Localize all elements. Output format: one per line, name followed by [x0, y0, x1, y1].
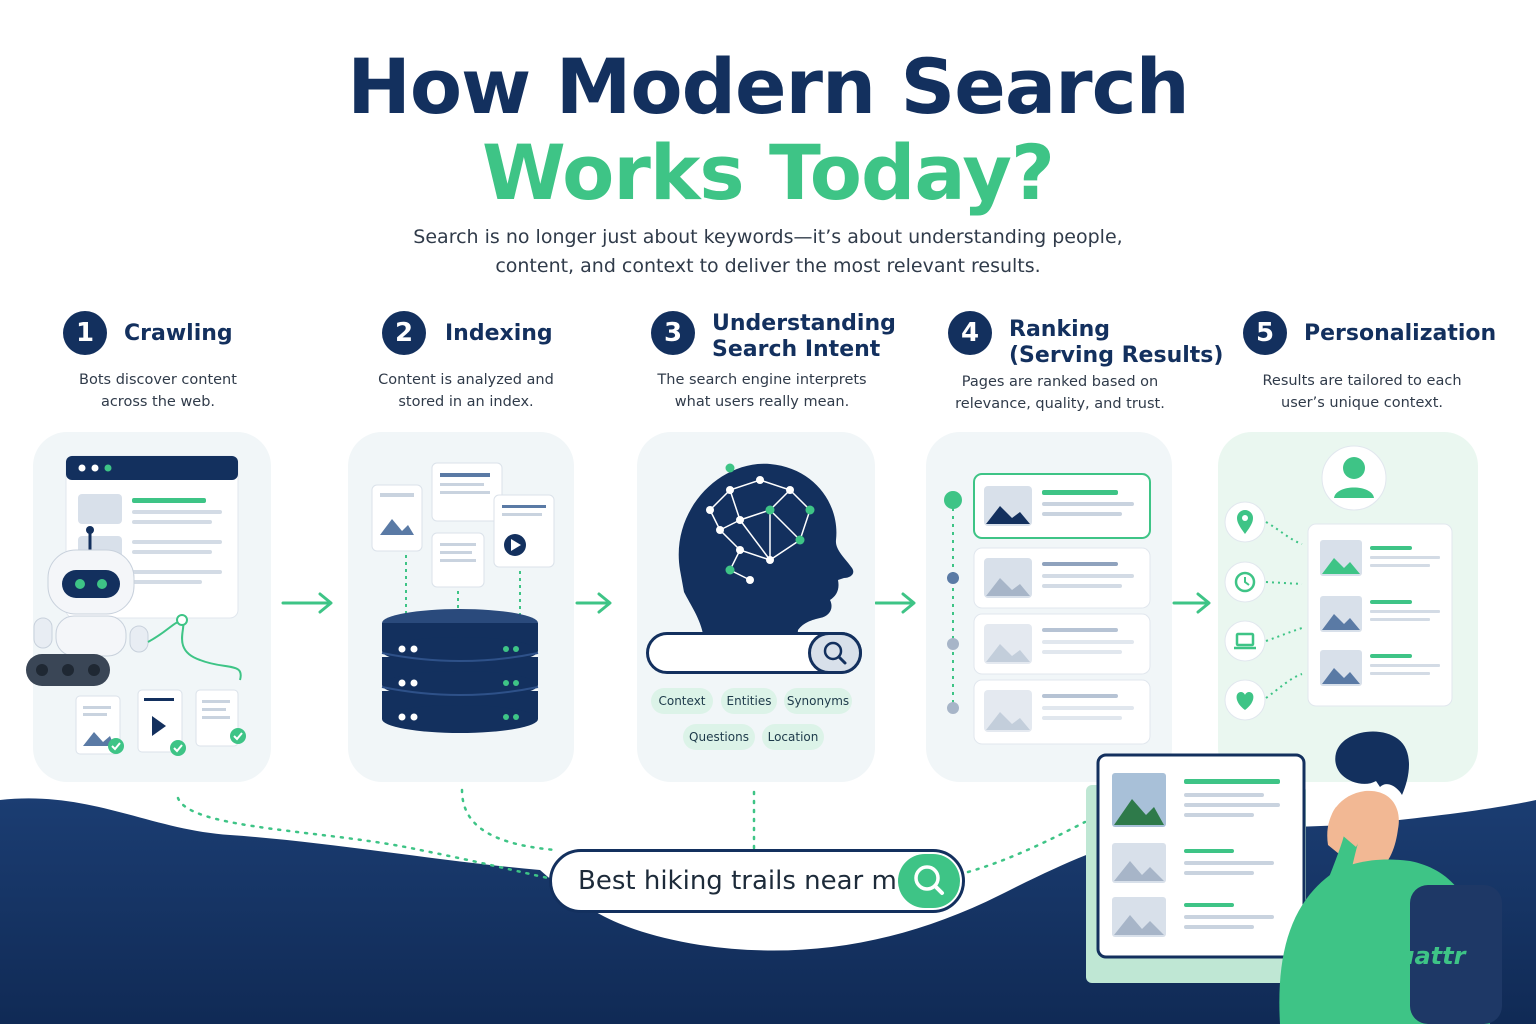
- step-1-number: 1: [63, 311, 107, 355]
- step-4-desc-line1: Pages are ranked based on: [961, 374, 1159, 390]
- crawling-illustration: [26, 455, 246, 756]
- intent-chip-entities: Entities: [721, 688, 777, 714]
- step-3-title-line2: Search Intent: [712, 337, 881, 362]
- step-5-title: Personalization: [1304, 321, 1497, 346]
- step-3-desc-line2: what users really mean.: [674, 394, 850, 410]
- step-5-desc-line1: Results are tailored to each: [1262, 373, 1462, 389]
- video-play-icon: [137, 689, 186, 756]
- personalization-illustration: [1224, 445, 1453, 721]
- subtitle-line2: content, and context to deliver the most…: [495, 255, 1041, 277]
- chair: [1410, 885, 1502, 1024]
- magnifier-icon: [808, 632, 862, 674]
- document-icon: [431, 532, 485, 588]
- ranked-result-3: [973, 613, 1151, 675]
- search-button[interactable]: [898, 854, 960, 908]
- step-2-number: 2: [382, 311, 426, 355]
- intent-chip-context: Context: [651, 688, 713, 714]
- heart-icon: [1224, 679, 1266, 721]
- arrow-right-icon: [281, 592, 333, 614]
- step-4-number: 4: [948, 311, 992, 355]
- step-3-desc-line1: The search engine interprets: [657, 372, 867, 388]
- document-icon: [431, 462, 503, 522]
- connector-crawling: [176, 796, 550, 880]
- document-icon: [195, 689, 246, 747]
- step-1-desc-line2: across the web.: [100, 394, 216, 410]
- step-4-title-line2: (Serving Results): [1009, 343, 1224, 368]
- ranked-result-1: [973, 473, 1151, 539]
- step-1-title: Crawling: [124, 321, 233, 346]
- connector-ranking: [966, 820, 1087, 874]
- user-at-monitor-illustration: [1086, 731, 1502, 1024]
- clock-icon: [1224, 561, 1266, 603]
- step-5-number: 5: [1243, 311, 1287, 355]
- step-5-desc-line2: user’s unique context.: [1281, 395, 1443, 411]
- connector-indexing: [460, 788, 557, 852]
- video-play-icon: [493, 494, 555, 568]
- step-2-desc-line1: Content is analyzed and: [378, 372, 554, 388]
- intent-illustration: [678, 463, 854, 650]
- image-icon: [371, 484, 423, 552]
- intent-search-field: [646, 632, 862, 674]
- step-3-number: 3: [651, 311, 695, 355]
- intent-chip-questions: Questions: [683, 724, 755, 750]
- intent-chip-location: Location: [762, 724, 824, 750]
- search-query: Best hiking trails near me: [578, 866, 913, 896]
- brain-network-head-icon: [678, 463, 854, 650]
- laptop-icon: [1224, 620, 1266, 662]
- page-title-line1: How Modern Search: [347, 42, 1190, 131]
- arrow-right-icon: [874, 592, 916, 614]
- personalized-results-panel: [1307, 523, 1453, 707]
- ranked-result-2: [973, 547, 1151, 609]
- indexing-illustration: [371, 462, 555, 733]
- arrow-right-icon: [1172, 592, 1211, 614]
- step-1-desc-line1: Bots discover content: [79, 372, 237, 388]
- ranking-illustration: [944, 473, 1151, 745]
- ranked-result-4: [973, 679, 1151, 745]
- intent-chip-synonyms: Synonyms: [784, 688, 852, 714]
- step-2-desc-line2: stored in an index.: [398, 394, 534, 410]
- location-pin-icon: [1224, 501, 1266, 543]
- step-2-title: Indexing: [445, 321, 553, 346]
- user-avatar-icon: [1321, 445, 1387, 511]
- step-4-desc-line2: relevance, quality, and trust.: [955, 396, 1165, 412]
- results-monitor: [1096, 753, 1306, 959]
- magnifier-icon: [914, 865, 944, 895]
- document-icon: [75, 695, 124, 755]
- database-icon: [381, 609, 539, 733]
- step-4-title-line1: Ranking: [1009, 317, 1111, 342]
- subtitle-line1: Search is no longer just about keywords—…: [413, 226, 1123, 248]
- robot-icon: [26, 526, 242, 686]
- brand-logo: Quattr: [1377, 942, 1466, 970]
- page-title-line2: Works Today?: [482, 128, 1055, 217]
- arrow-right-icon: [575, 592, 612, 614]
- step-3-title-line1: Understanding: [712, 311, 896, 336]
- search-bar[interactable]: Best hiking trails near me: [549, 849, 965, 913]
